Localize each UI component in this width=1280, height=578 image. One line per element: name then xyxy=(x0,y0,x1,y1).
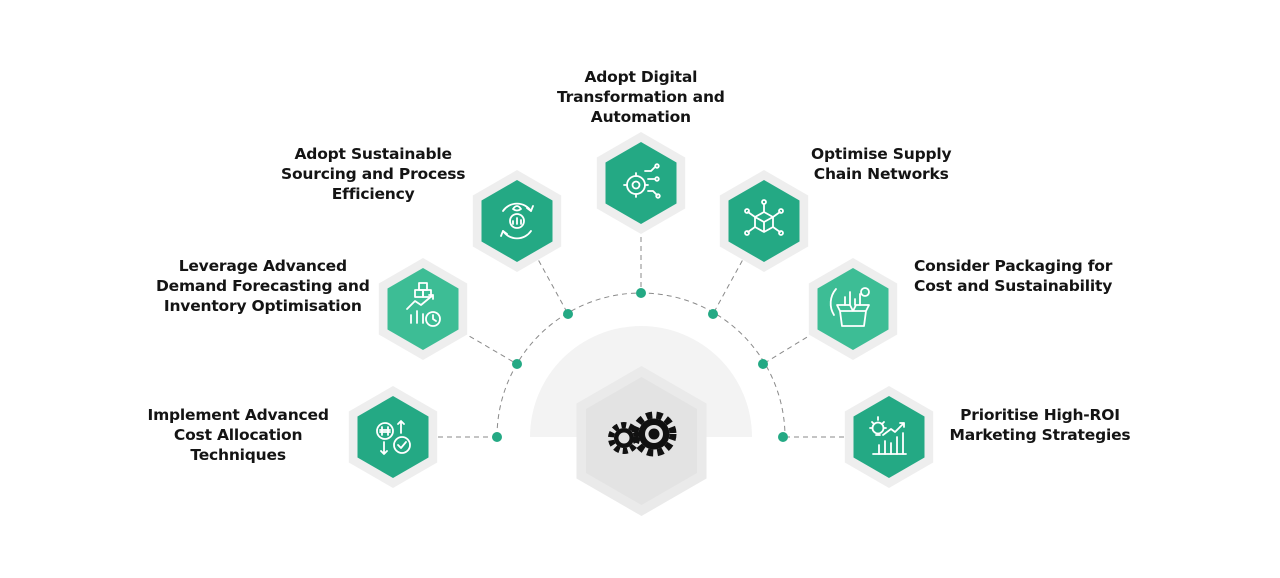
strategy-label-line: Prioritise High-ROI xyxy=(960,406,1120,424)
connector-dot xyxy=(636,288,646,298)
nodes xyxy=(348,132,934,488)
strategy-node xyxy=(472,170,562,272)
supply-chain-icon xyxy=(744,199,784,236)
packaging-icon xyxy=(829,287,870,327)
strategy-node xyxy=(844,386,934,488)
strategy-label-line: Adopt Sustainable xyxy=(294,145,452,163)
gears-icon xyxy=(608,411,677,457)
sustainable-sourcing-icon xyxy=(500,202,534,240)
forecasting-icon xyxy=(406,282,441,327)
strategy-label-line: Techniques xyxy=(190,446,286,464)
strategy-label-line: Chain Networks xyxy=(813,165,949,183)
connector-dot xyxy=(758,359,768,369)
strategy-node xyxy=(378,258,468,360)
strategy-node xyxy=(719,170,809,272)
node-hexagon xyxy=(853,396,925,478)
strategy-label-line: Marketing Strategies xyxy=(949,426,1131,444)
strategy-label-line: Automation xyxy=(590,108,691,126)
strategy-node xyxy=(596,132,686,234)
connectors xyxy=(393,183,889,442)
strategy-label-line: Consider Packaging for xyxy=(914,257,1113,275)
strategy-node xyxy=(348,386,438,488)
strategy-label-line: Adopt Digital xyxy=(584,68,698,86)
strategy-label-line: Demand Forecasting and xyxy=(156,277,370,295)
marketing-roi-icon xyxy=(869,416,907,455)
strategy-label: Prioritise High-ROI Marketing Strategies xyxy=(950,405,1131,445)
strategy-label-line: Sourcing and Process xyxy=(281,165,466,183)
strategy-label-line: Cost and Sustainability xyxy=(914,277,1113,295)
strategy-label-line: Cost Allocation xyxy=(173,426,303,444)
connector-dot xyxy=(563,309,573,319)
strategy-label-line: Inventory Optimisation xyxy=(163,297,362,315)
strategy-label-line: Optimise Supply xyxy=(811,145,952,163)
node-hexagon xyxy=(357,396,429,478)
strategy-label-line: Transformation and xyxy=(557,88,725,106)
strategy-label-line: Leverage Advanced xyxy=(178,257,347,275)
connector-dot xyxy=(512,359,522,369)
node-hexagon xyxy=(387,268,459,350)
strategy-label-line: Implement Advanced xyxy=(147,406,329,424)
connector-dot xyxy=(492,432,502,442)
connector-dot xyxy=(708,309,718,319)
cost-allocation-icon xyxy=(376,420,411,455)
connector-dot xyxy=(778,432,788,442)
digital-automation-icon xyxy=(623,163,661,199)
node-hexagon xyxy=(605,142,677,224)
center-node xyxy=(576,366,707,516)
strategy-label-line: Efficiency xyxy=(331,185,415,203)
strategy-node xyxy=(808,258,898,360)
